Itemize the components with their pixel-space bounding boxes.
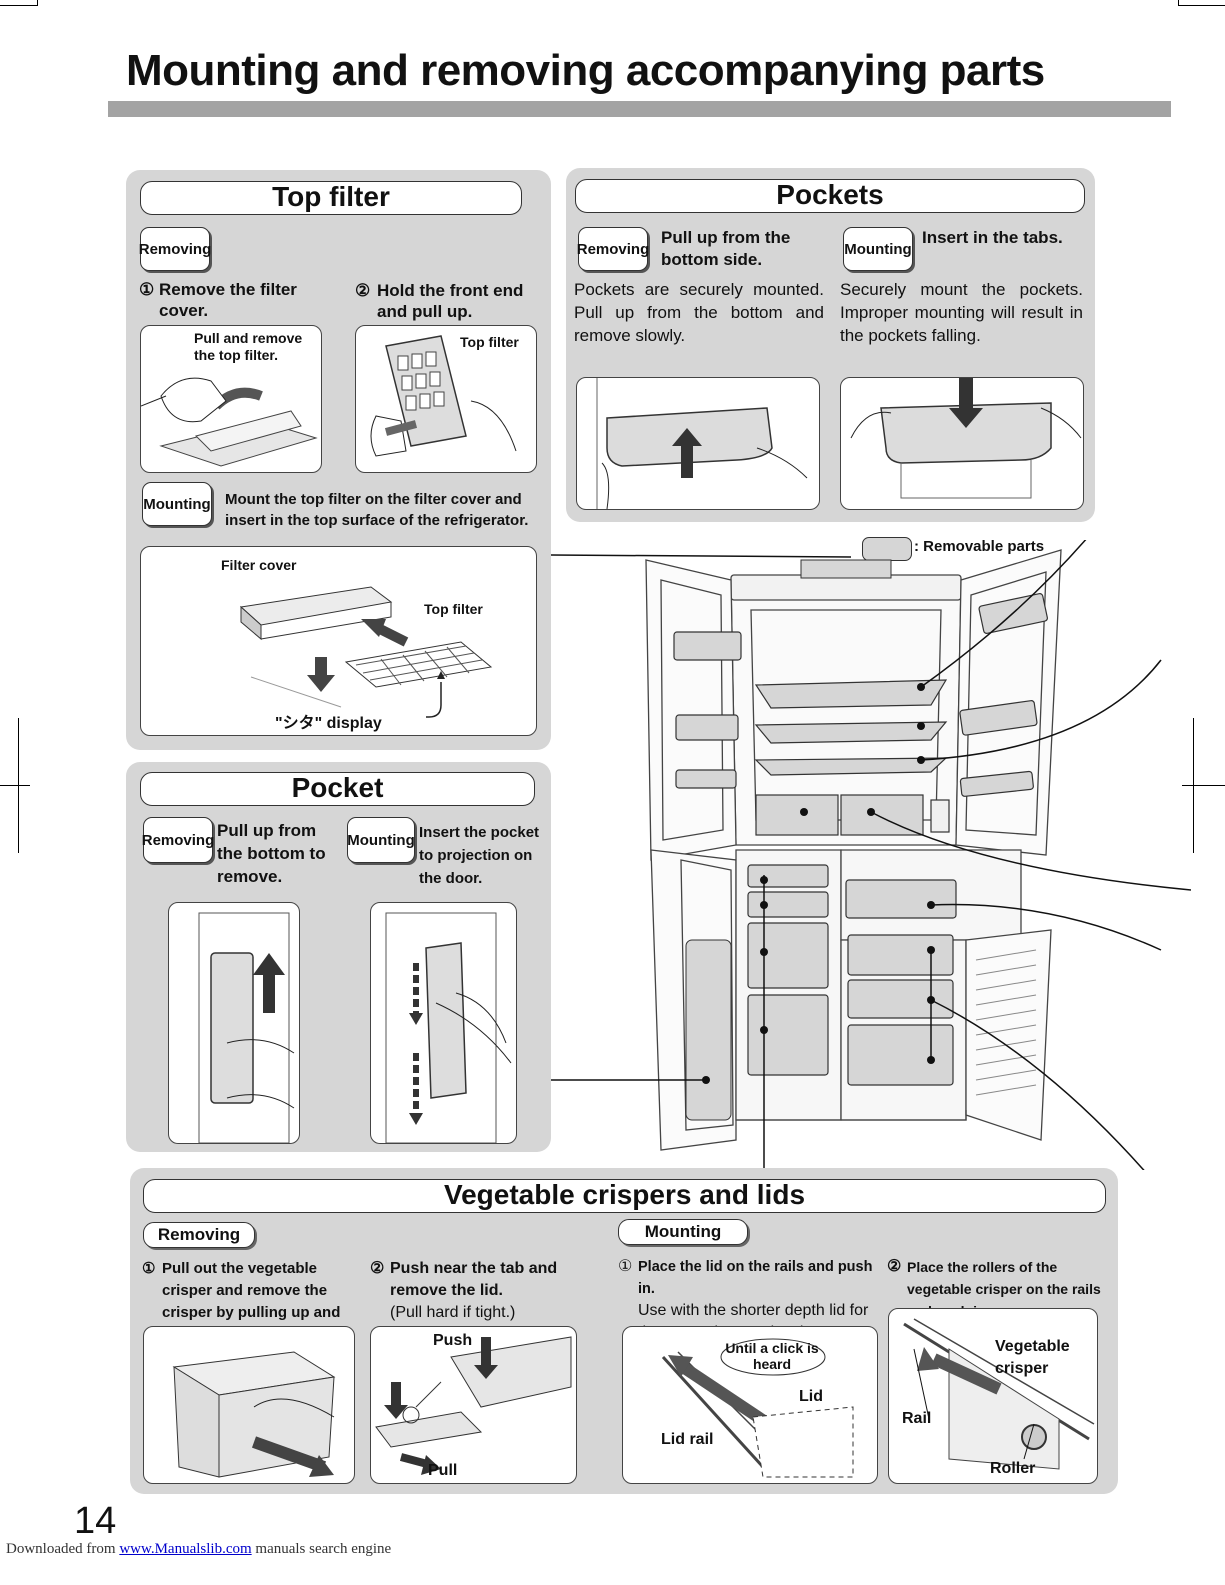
registration-mark-right: [1182, 785, 1225, 786]
top-filter-img1-label: Pull and remove the top filter.: [194, 330, 303, 363]
m-step1-number: ①: [618, 1258, 633, 1275]
step1-number: ①: [139, 280, 155, 299]
page-number: 14: [74, 1500, 117, 1542]
crispers-removing-tag: Removing: [143, 1222, 255, 1248]
top-filter-mounting-text: Mount the top filter on the filter cover…: [225, 491, 529, 529]
pockets-removing-head: Pull up from the bottom side.: [661, 228, 791, 269]
pocket-heading: Pocket: [140, 772, 535, 806]
lid-label: Lid: [799, 1388, 823, 1405]
pockets-heading: Pockets: [575, 179, 1085, 213]
footer-prefix: Downloaded from: [6, 1541, 116, 1557]
diagram-top-filter-label: Top filter: [424, 601, 483, 617]
crisper-lid-remove-illustration: [370, 1326, 577, 1484]
crispers-removing-step2: ② Push near the tab and remove the lid. …: [370, 1258, 570, 1324]
removable-parts-legend-text: : Removable parts: [914, 538, 1045, 555]
until-click-label: Until a click is heard: [725, 1340, 819, 1372]
crop-mark-top-left: [0, 0, 38, 6]
lid-mount-illustration: [622, 1326, 878, 1484]
registration-mark-right-v: [1193, 718, 1194, 853]
top-filter-img2-label: Top filter: [460, 334, 519, 350]
crispers-heading: Vegetable crispers and lids: [143, 1179, 1106, 1213]
top-filter-step2: ② Hold the front end and pull up.: [355, 280, 545, 322]
top-filter-step1: ① Remove the filter cover.: [139, 279, 339, 321]
crisper-roller-illustration: [888, 1308, 1098, 1484]
step2-text: Hold the front end and pull up.: [377, 281, 524, 321]
refrigerator-diagram: [551, 540, 1191, 1170]
vegetable-crisper-label: Vegetable crisper: [995, 1338, 1070, 1377]
r-step1-number: ①: [142, 1260, 156, 1277]
crispers-removing-step1: ① Pull out the vegetable crisper and rem…: [142, 1258, 362, 1346]
pockets-mounting-text: Securely mount the pockets. Improper mou…: [840, 280, 1083, 345]
pockets-removing-illustration: [576, 377, 820, 510]
r-step1-text: Pull out the vegetable crisper and remov…: [162, 1260, 341, 1343]
step2-number: ②: [355, 281, 371, 300]
footer: Downloaded from www.Manualslib.com manua…: [6, 1541, 391, 1558]
pocket-mounting-illustration: [370, 902, 517, 1144]
roller-label: Roller: [990, 1460, 1036, 1477]
pocket-mounting-text: Insert the pocket to projection on the d…: [419, 824, 540, 887]
footer-suffix: manuals search engine: [255, 1541, 392, 1557]
top-filter-mounting-diagram: [140, 546, 537, 736]
top-filter-mounting-tag: Mounting: [142, 482, 212, 526]
pockets-mounting-head: Insert in the tabs.: [922, 228, 1063, 247]
diagram-display-label: "シタ" display: [275, 715, 382, 732]
r-step2-text: Push near the tab and remove the lid.: [390, 1260, 558, 1299]
crisper-pull-out-illustration: [143, 1326, 355, 1484]
registration-mark-left-v: [18, 718, 19, 853]
step1-text: Remove the filter cover.: [159, 280, 297, 320]
pocket-removing-tag: Removing: [142, 817, 214, 863]
rail-label: Rail: [902, 1410, 932, 1427]
title-underline-bar: [108, 101, 1171, 117]
r-step2-body: Push near the tab and remove the lid. (P…: [390, 1258, 570, 1324]
top-filter-remove-cover-illustration: [140, 325, 322, 473]
pocket-mounting-tag: Mounting: [347, 817, 415, 863]
pocket-removing-illustration: [168, 902, 300, 1144]
diagram-filter-cover-label: Filter cover: [221, 557, 297, 573]
pockets-mounting-tag: Mounting: [843, 227, 913, 271]
pull-label: Pull: [428, 1462, 458, 1479]
registration-mark-left: [0, 785, 30, 786]
lid-rail-label: Lid rail: [661, 1431, 714, 1448]
page-title: Mounting and removing accompanying parts: [126, 46, 1045, 95]
pockets-removing-text: Pockets are securely mounted. Pull up fr…: [574, 280, 824, 345]
m-step1-head: Place the lid on the rails and push in.: [638, 1259, 873, 1297]
r-step2-note: (Pull hard if tight.): [390, 1304, 516, 1321]
pockets-removing-tag: Removing: [577, 227, 649, 271]
top-filter-heading: Top filter: [140, 181, 522, 215]
footer-link[interactable]: www.Manualslib.com: [119, 1541, 252, 1557]
r-step2-number: ②: [370, 1260, 385, 1277]
push-label: Push: [433, 1332, 473, 1349]
crispers-mounting-tag: Mounting: [618, 1219, 748, 1245]
m-step2-number: ②: [887, 1258, 902, 1275]
top-filter-removing-tag: Removing: [139, 227, 211, 271]
removable-parts-legend-swatch: [862, 537, 912, 561]
top-filter-pull-up-illustration: [355, 325, 537, 473]
pockets-mounting-illustration: [840, 377, 1084, 510]
pocket-removing-text: Pull up from the bottom to remove.: [217, 821, 326, 886]
crop-mark-top-right: [1178, 0, 1225, 6]
